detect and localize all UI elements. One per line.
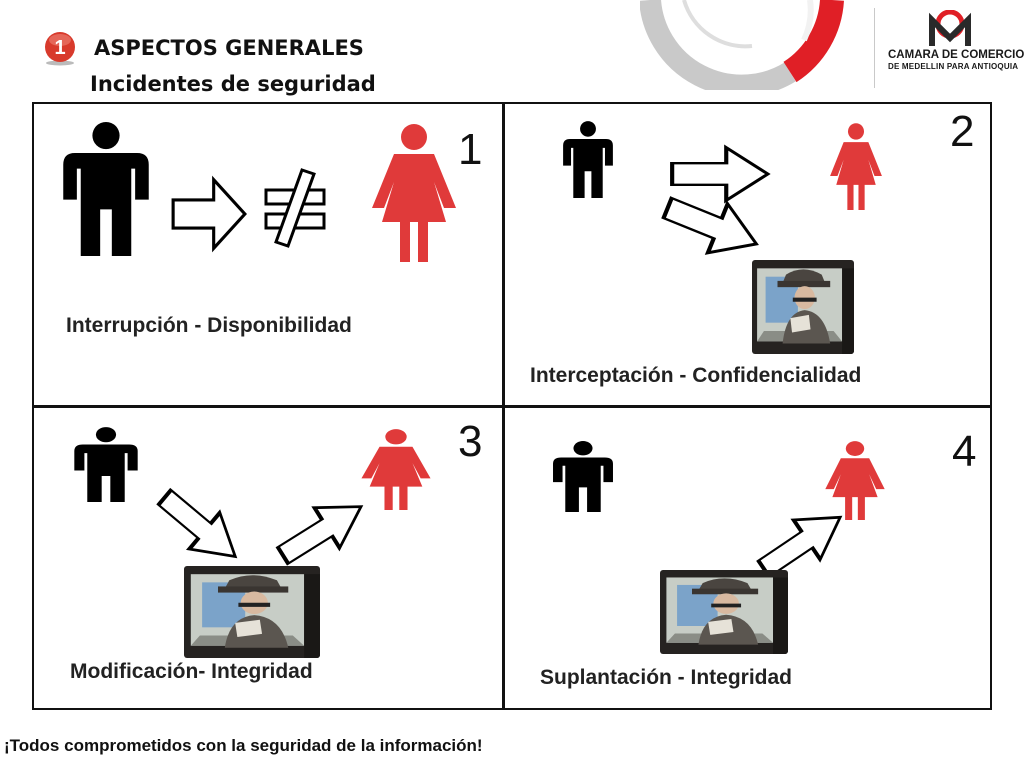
- arrow-icon: [170, 166, 248, 262]
- brand-separator: [874, 8, 875, 88]
- quadrant-4-label: Suplantación - Integridad: [540, 666, 793, 689]
- page-subtitle: Incidentes de seguridad: [90, 72, 376, 96]
- spy-computer-icon: [660, 570, 788, 654]
- grid-divider-horizontal: [32, 405, 992, 408]
- quadrant-2-number: 2: [950, 107, 975, 156]
- quadrant-1-number: 1: [458, 125, 483, 174]
- man-icon: [74, 427, 138, 502]
- footer-slogan: ¡Todos comprometidos con la seguridad de…: [4, 736, 483, 755]
- logo-icon: [928, 10, 972, 46]
- quadrant-1-label: Interrupción - Disponibilidad: [66, 314, 352, 337]
- not-equal-icon: [264, 168, 326, 248]
- quadrant-2-label: Interceptación - Confidencialidad: [530, 364, 862, 387]
- man-icon: [553, 441, 613, 512]
- quadrant-4-number: 4: [952, 427, 977, 476]
- spy-computer-icon: [752, 260, 854, 354]
- badge-number: 1: [54, 37, 65, 59]
- woman-icon: [825, 441, 885, 520]
- woman-icon: [362, 122, 466, 262]
- page-title: ASPECTOS GENERALES: [94, 36, 364, 60]
- woman-icon: [830, 123, 882, 210]
- man-icon: [563, 121, 613, 198]
- woman-icon: [361, 429, 431, 510]
- brand-tagline: DE MEDELLIN PARA ANTIOQUIA: [888, 62, 1019, 71]
- quadrant-3-label: Modificación- Integridad: [70, 660, 313, 683]
- quadrant-3-number: 3: [458, 417, 483, 466]
- man-icon: [56, 120, 156, 256]
- brand-name: CAMARA DE COMERCIO®: [888, 48, 1024, 61]
- spy-computer-icon: [184, 566, 320, 658]
- badge-icon: 1: [45, 32, 75, 66]
- decorative-rings: [640, 0, 844, 90]
